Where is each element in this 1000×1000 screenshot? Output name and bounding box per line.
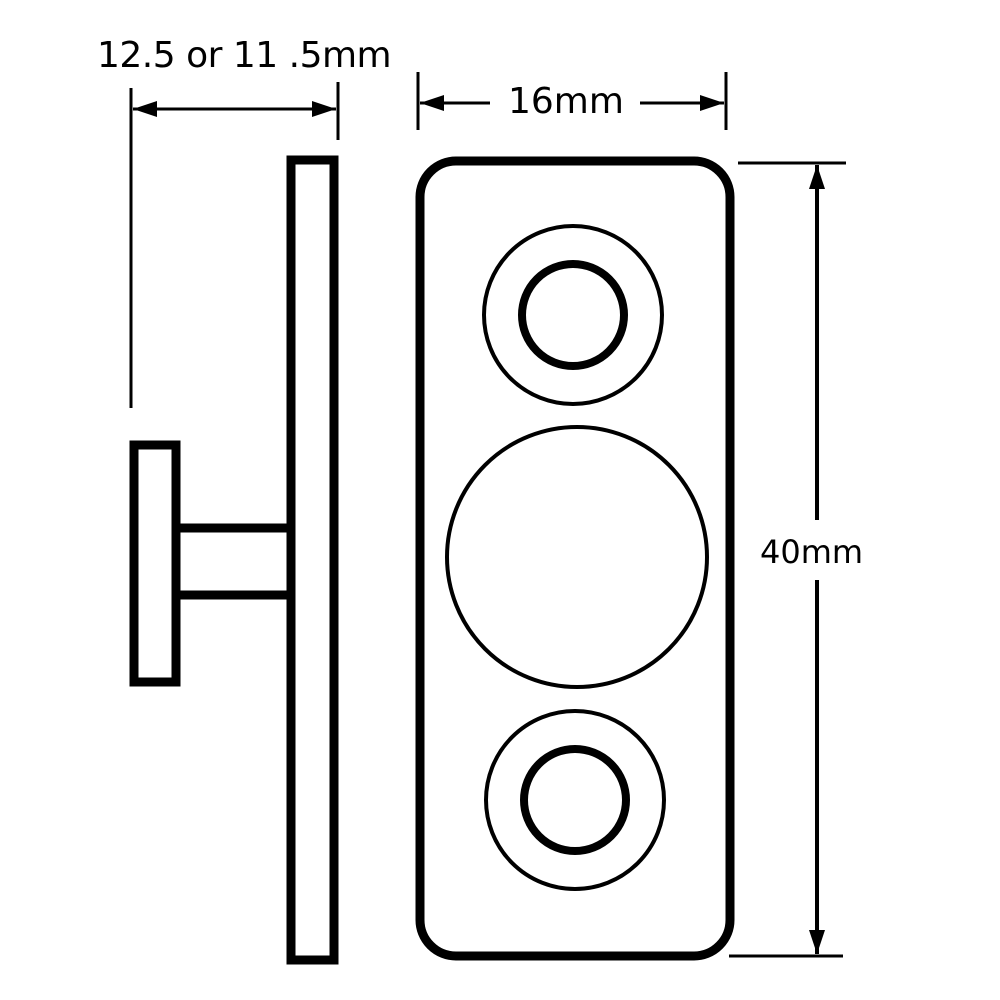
width-dimension	[416, 72, 728, 130]
bottom-hole-ring	[520, 745, 630, 855]
bottom-screw-hole	[484, 709, 666, 891]
depth-dimension-label: 12.5 or 11 .5mm	[97, 35, 392, 76]
depth-dimension	[129, 82, 340, 408]
top-countersink-ring	[482, 224, 664, 406]
bottom-countersink-ring	[484, 709, 666, 891]
front-view	[415, 156, 735, 961]
top-screw-hole	[482, 224, 664, 406]
front-plate	[415, 156, 735, 961]
side-view	[129, 155, 339, 965]
top-hole-ring	[518, 260, 628, 370]
height-dimension-label: 40mm	[760, 532, 864, 572]
center-magnet-disc	[445, 425, 709, 689]
stud-head	[129, 440, 181, 687]
side-mounting-plate	[286, 155, 339, 965]
height-dimension	[729, 161, 846, 958]
width-dimension-label: 16mm	[508, 81, 624, 122]
